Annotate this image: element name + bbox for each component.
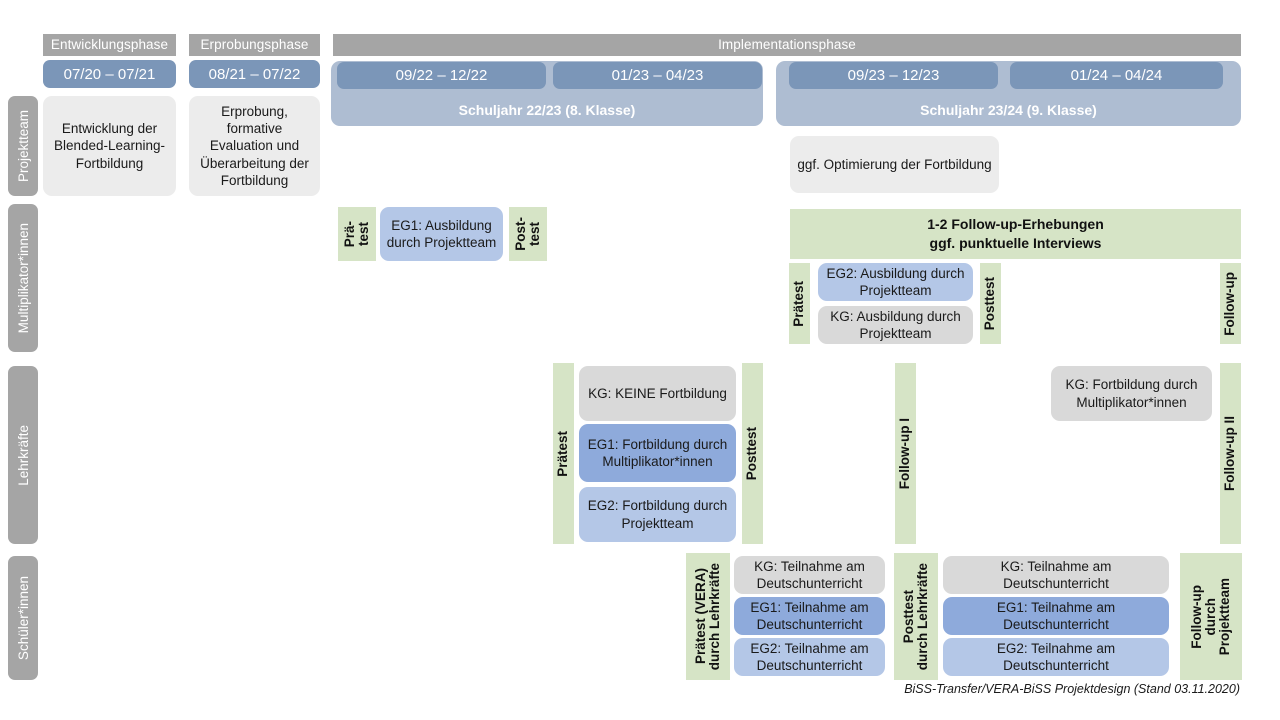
box-eg1-teilnahme-links: EG1: Teilnahme am Deutschunterricht [734, 597, 885, 635]
box-kg-keine-fortbildung: KG: KEINE Fortbildung [579, 366, 736, 421]
box-label: EG2: Teilnahme am Deutschunterricht [750, 640, 869, 673]
box-label: KG: KEINE Fortbildung [588, 385, 727, 401]
test-column-posttest-multiplikatoren-2: Posttest [980, 263, 1001, 344]
box-eg2-ausbildung-projektteam: EG2: Ausbildung durch Projektteam [818, 263, 973, 301]
posttest-line-2: test [527, 221, 542, 246]
praetest-vera-sub-label: durch Lehrkräfte [707, 562, 722, 671]
role-label: Schüler*innen [15, 575, 31, 661]
box-label: EG2: Teilnahme am Deutschunterricht [996, 640, 1116, 673]
followup-bold-label: Follow-up [1188, 584, 1204, 649]
footer-label: BiSS-Transfer/VERA-BiSS Projektdesign (S… [904, 682, 1240, 696]
box-label: KG: Fortbildung durch Multiplikator*inne… [1065, 377, 1198, 410]
period-pill-0922-1222: 09/22 – 12/22 [337, 62, 546, 89]
box-label: Entwicklung der Blended-Learning-Fortbil… [53, 121, 166, 171]
box-eg2-teilnahme-rechts: EG2: Teilnahme am Deutschunterricht [943, 638, 1169, 676]
role-bar-projektteam: Projektteam [8, 96, 38, 196]
phase-header-label: Erprobungsphase [200, 37, 309, 53]
period-label: 08/21 – 07/22 [208, 65, 301, 83]
followup-label: Follow-up [1222, 271, 1238, 336]
posttest-sub-label: durch Lehrkräfte [915, 562, 930, 671]
role-label: Lehrkräfte [15, 424, 31, 486]
praetest-vera-bold-label: Prätest (VERA) [692, 568, 708, 665]
test-column-followup-2-lehrkraefte: Follow-up II [1220, 363, 1241, 544]
banner-line-2: ggf. punktuelle Interviews [929, 235, 1102, 251]
box-eg1-fortbildung-multiplikatoren: EG1: Fortbildung durch Multiplikator*inn… [579, 424, 736, 482]
school-year-label: Schuljahr 22/23 (8. Klasse) [458, 102, 636, 118]
period-pill-0124-0424: 01/24 – 04/24 [1010, 62, 1223, 89]
test-column-praetest-multiplikatoren: Prä- test [338, 207, 376, 261]
period-pill-0123-0423: 01/23 – 04/23 [553, 62, 762, 89]
period-label: 01/23 – 04/23 [611, 67, 704, 84]
banner-line-1: 1-2 Follow-up-Erhebungen [927, 216, 1104, 233]
footer-source-note: BiSS-Transfer/VERA-BiSS Projektdesign (S… [760, 682, 1240, 700]
phase-header-implementationsphase: Implementationsphase [333, 34, 1241, 56]
period-pill-0720-0721: 07/20 – 07/21 [43, 60, 176, 88]
test-column-posttest-multiplikatoren: Post- test [509, 207, 547, 261]
box-label: KG: Teilnahme am Deutschunterricht [754, 558, 865, 591]
box-label: KG: Ausbildung durch Projektteam [830, 308, 961, 341]
test-column-posttest-schueler: Posttest durch Lehrkräfte [894, 553, 938, 680]
role-label: Projektteam [15, 109, 31, 183]
period-label: 09/22 – 12/22 [395, 67, 488, 84]
box-label: KG: Teilnahme am Deutschunterricht [1000, 558, 1112, 591]
box-label: EG1: Fortbildung durch Multiplikator*inn… [587, 436, 728, 469]
box-eg2-fortbildung-projektteam: EG2: Fortbildung durch Projektteam [579, 487, 736, 542]
box-label: EG2: Fortbildung durch Projektteam [587, 498, 728, 531]
period-pill-0923-1223: 09/23 – 12/23 [789, 62, 998, 89]
role-bar-multiplikatorinnen: Multiplikator*innen [8, 204, 38, 352]
test-column-followup-multiplikatoren: Follow-up [1220, 263, 1241, 344]
test-column-praetest-lehrkraefte: Prätest [553, 363, 574, 544]
posttest-bold-label: Posttest [900, 589, 916, 644]
box-label: EG2: Ausbildung durch Projektteam [826, 265, 965, 298]
phase-header-label: Implementationsphase [718, 37, 856, 53]
box-erprobung-evaluation: Erprobung, formative Evaluation und Über… [189, 96, 320, 196]
box-label: ggf. Optimierung der Fortbildung [797, 156, 992, 172]
test-column-followup-1-lehrkraefte: Follow-up I [895, 363, 916, 544]
praetest-line-2: test [356, 221, 371, 246]
role-bar-schuelerinnen: Schüler*innen [8, 556, 38, 680]
test-column-praetest-multiplikatoren-2: Prätest [789, 263, 810, 344]
role-label: Multiplikator*innen [15, 222, 31, 334]
followup-sub-label-1: durch [1202, 597, 1218, 636]
praetest-label: Prätest [555, 430, 571, 477]
box-optimierung-fortbildung: ggf. Optimierung der Fortbildung [790, 136, 999, 193]
box-label: Erprobung, formative Evaluation und Über… [200, 103, 309, 188]
period-label: 01/24 – 04/24 [1070, 67, 1163, 84]
school-year-label: Schuljahr 23/24 (9. Klasse) [920, 102, 1097, 118]
role-bar-lehrkraefte: Lehrkräfte [8, 366, 38, 544]
banner-followup-erhebungen: 1-2 Follow-up-Erhebungen ggf. punktuelle… [790, 209, 1241, 259]
phase-header-label: Entwicklungsphase [50, 37, 169, 53]
followup-1-label: Follow-up I [897, 417, 913, 490]
followup-2-label: Follow-up II [1222, 416, 1238, 491]
box-kg-ausbildung-projektteam: KG: Ausbildung durch Projektteam [818, 306, 973, 344]
period-label: 09/23 – 12/23 [847, 67, 940, 84]
period-pill-0821-0722: 08/21 – 07/22 [189, 60, 320, 88]
praetest-line-1: Prä- [341, 220, 357, 248]
box-eg1-ausbildung-projektteam: EG1: Ausbildung durch Projektteam [380, 207, 503, 261]
box-label: EG1: Ausbildung durch Projektteam [386, 217, 497, 250]
test-column-followup-schueler: Follow-up durch Projektteam [1180, 553, 1242, 680]
test-column-posttest-lehrkraefte: Posttest [742, 363, 763, 544]
box-kg-teilnahme-links: KG: Teilnahme am Deutschunterricht [734, 556, 885, 594]
box-label: EG1: Teilnahme am Deutschunterricht [996, 599, 1116, 632]
praetest-label: Prätest [791, 280, 807, 327]
posttest-line-1: Post- [512, 217, 528, 251]
box-eg1-teilnahme-rechts: EG1: Teilnahme am Deutschunterricht [943, 597, 1169, 635]
followup-sub-label-2: Projektteam [1217, 577, 1233, 656]
box-entwicklung-fortbildung: Entwicklung der Blended-Learning-Fortbil… [43, 96, 176, 196]
box-kg-teilnahme-rechts: KG: Teilnahme am Deutschunterricht [943, 556, 1169, 594]
phase-header-entwicklungsphase: Entwicklungsphase [43, 34, 176, 56]
box-label: EG1: Teilnahme am Deutschunterricht [750, 599, 869, 632]
box-eg2-teilnahme-links: EG2: Teilnahme am Deutschunterricht [734, 638, 885, 676]
phase-header-erprobungsphase: Erprobungsphase [189, 34, 320, 56]
test-column-praetest-vera-schueler: Prätest (VERA) durch Lehrkräfte [686, 553, 730, 680]
period-label: 07/20 – 07/21 [63, 65, 156, 83]
box-kg-fortbildung-multiplikatoren: KG: Fortbildung durch Multiplikator*inne… [1051, 366, 1212, 421]
posttest-label: Posttest [982, 276, 998, 331]
posttest-label: Posttest [744, 426, 760, 481]
